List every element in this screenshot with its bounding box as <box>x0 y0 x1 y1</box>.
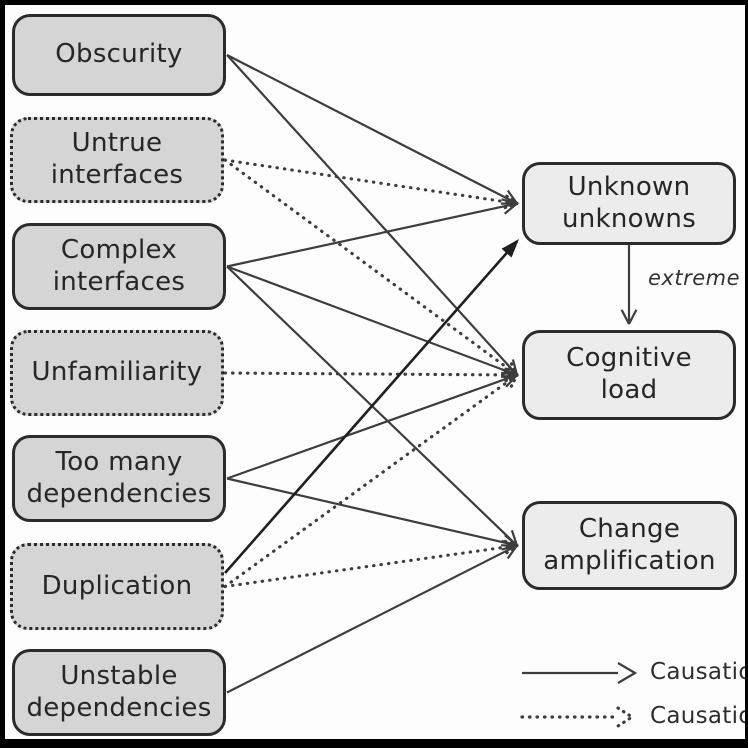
legend-row-dotted-causation: Causation <box>518 694 748 738</box>
arrowhead-open <box>505 374 518 388</box>
arrowhead-open <box>501 365 519 377</box>
node-unfamiliarity: Unfamiliarity <box>10 330 224 416</box>
arrowhead-open <box>503 202 518 215</box>
legend-label-causation-solid: Causation <box>650 659 748 685</box>
arrowhead-open <box>502 543 519 557</box>
dotted-arrow-sample-icon <box>520 706 635 728</box>
edge-untrue_interfaces-unknown_unknowns <box>223 158 516 205</box>
arrowhead-open <box>508 373 519 391</box>
arrowhead-open <box>501 198 518 205</box>
arrowhead-open <box>508 359 519 377</box>
node-cognitive-load: Cognitive load <box>522 330 736 420</box>
solid-arrow-sample-icon <box>522 662 638 684</box>
arrowhead-open <box>500 371 518 377</box>
edge-complex_interfaces-unknown_unknowns <box>226 203 515 268</box>
edge-obscurity-unknown_unknowns <box>226 54 515 204</box>
node-obscurity: Obscurity <box>12 14 226 96</box>
arrowhead-open <box>511 359 519 376</box>
node-unknown-unknowns: Unknown unknowns <box>522 162 736 245</box>
arrowhead-open <box>628 309 638 325</box>
frame-border-right <box>745 0 748 748</box>
frame-border-left <box>0 0 5 748</box>
edge-unfamiliarity-cognitive_load <box>223 371 516 377</box>
node-untrue-interfaces: Untrue interfaces <box>10 117 224 203</box>
edge-complex_interfaces-change_amplification <box>226 265 516 545</box>
edge-unstable_dependencies-change_amplification <box>226 545 515 694</box>
arrowhead-open <box>510 529 519 546</box>
edge-duplication-change_amplification <box>223 544 516 589</box>
node-change-amplification: Change amplification <box>522 501 737 590</box>
edge-duplication-cognitive_load <box>223 375 517 589</box>
node-duplication: Duplication <box>10 543 224 630</box>
edge-obscurity-cognitive_load <box>226 54 516 374</box>
arrowhead-open <box>620 309 630 325</box>
edge-too_many_dependencies-cognitive_load <box>226 374 515 480</box>
arrowhead-open <box>505 362 518 376</box>
arrowhead-open <box>499 373 519 379</box>
arrowhead-open <box>506 544 518 560</box>
frame-border-bottom <box>0 739 748 748</box>
arrowhead-filled <box>501 239 519 258</box>
edge-untrue_interfaces-cognitive_load <box>223 158 517 375</box>
legend-label-causation-dotted: Causation <box>650 703 748 729</box>
node-unstable-dependencies: Unstable dependencies <box>12 649 226 736</box>
legend: Causation Causation <box>518 650 748 738</box>
arrowhead-open <box>500 538 519 548</box>
legend-row-solid-causation: Causation <box>518 650 748 694</box>
node-too-many-dependencies: Too many dependencies <box>12 435 226 522</box>
edge-duplication-unknown_unknowns <box>224 240 518 574</box>
arrowhead-open <box>504 534 518 547</box>
arrowhead-open <box>506 189 518 205</box>
edge-label-extreme: extreme <box>648 266 741 290</box>
frame-border-top <box>0 0 748 5</box>
arrowhead-open <box>502 192 519 206</box>
node-complex-interfaces: Complex interfaces <box>12 223 226 310</box>
edge-too_many_dependencies-change_amplification <box>226 477 515 546</box>
edge-complex_interfaces-cognitive_load <box>226 265 515 375</box>
